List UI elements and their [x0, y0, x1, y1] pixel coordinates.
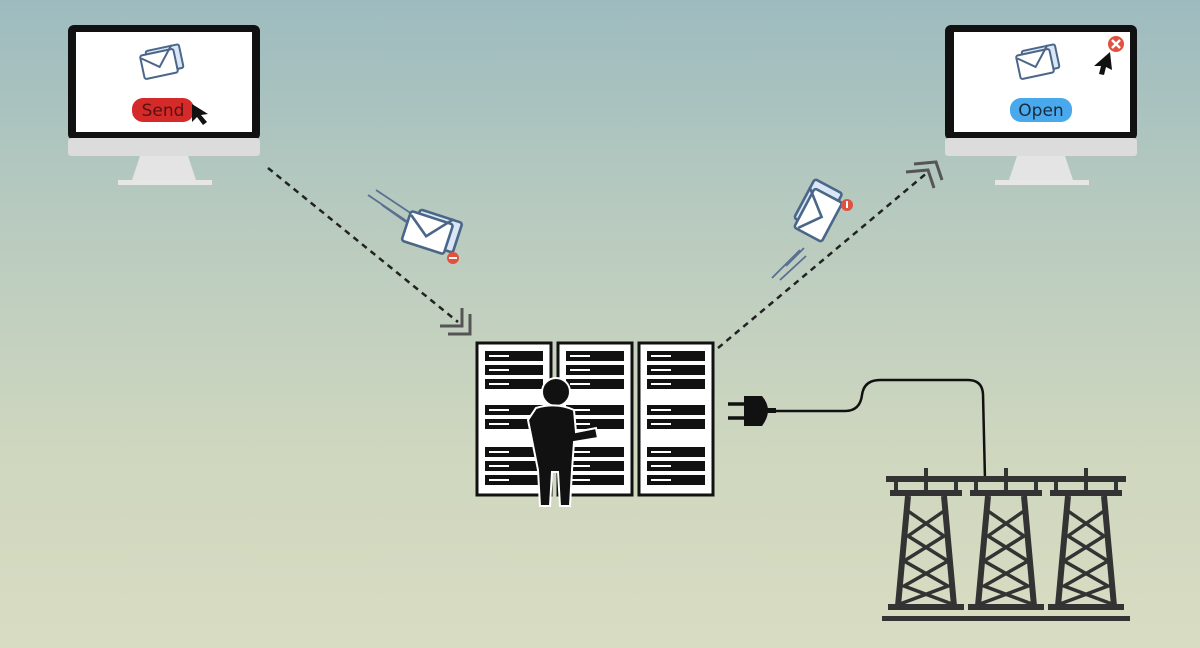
technician-silhouette: [526, 377, 600, 507]
server-racks: [475, 341, 715, 497]
power-plug-icon: [728, 396, 776, 426]
cursor-icon: [192, 104, 208, 125]
arrow-chevron-icon: [905, 160, 944, 189]
power-towers: [882, 468, 1130, 621]
send-path-line: [267, 167, 459, 323]
send-button-label: Send: [142, 101, 185, 121]
open-button-label: Open: [1018, 101, 1063, 121]
flying-envelope-icon: [367, 189, 470, 268]
sender-computer: Send: [68, 25, 260, 185]
close-icon[interactable]: [1108, 36, 1124, 52]
arrow-chevron-icon: [440, 308, 472, 336]
deliver-path-line: [717, 171, 929, 349]
receiver-computer: Open: [945, 25, 1137, 185]
cursor-icon: [1094, 52, 1112, 75]
power-cable: [776, 378, 987, 481]
flying-envelope-icon: [771, 172, 856, 281]
open-button[interactable]: Open: [1010, 98, 1072, 122]
send-button[interactable]: Send: [132, 98, 194, 122]
